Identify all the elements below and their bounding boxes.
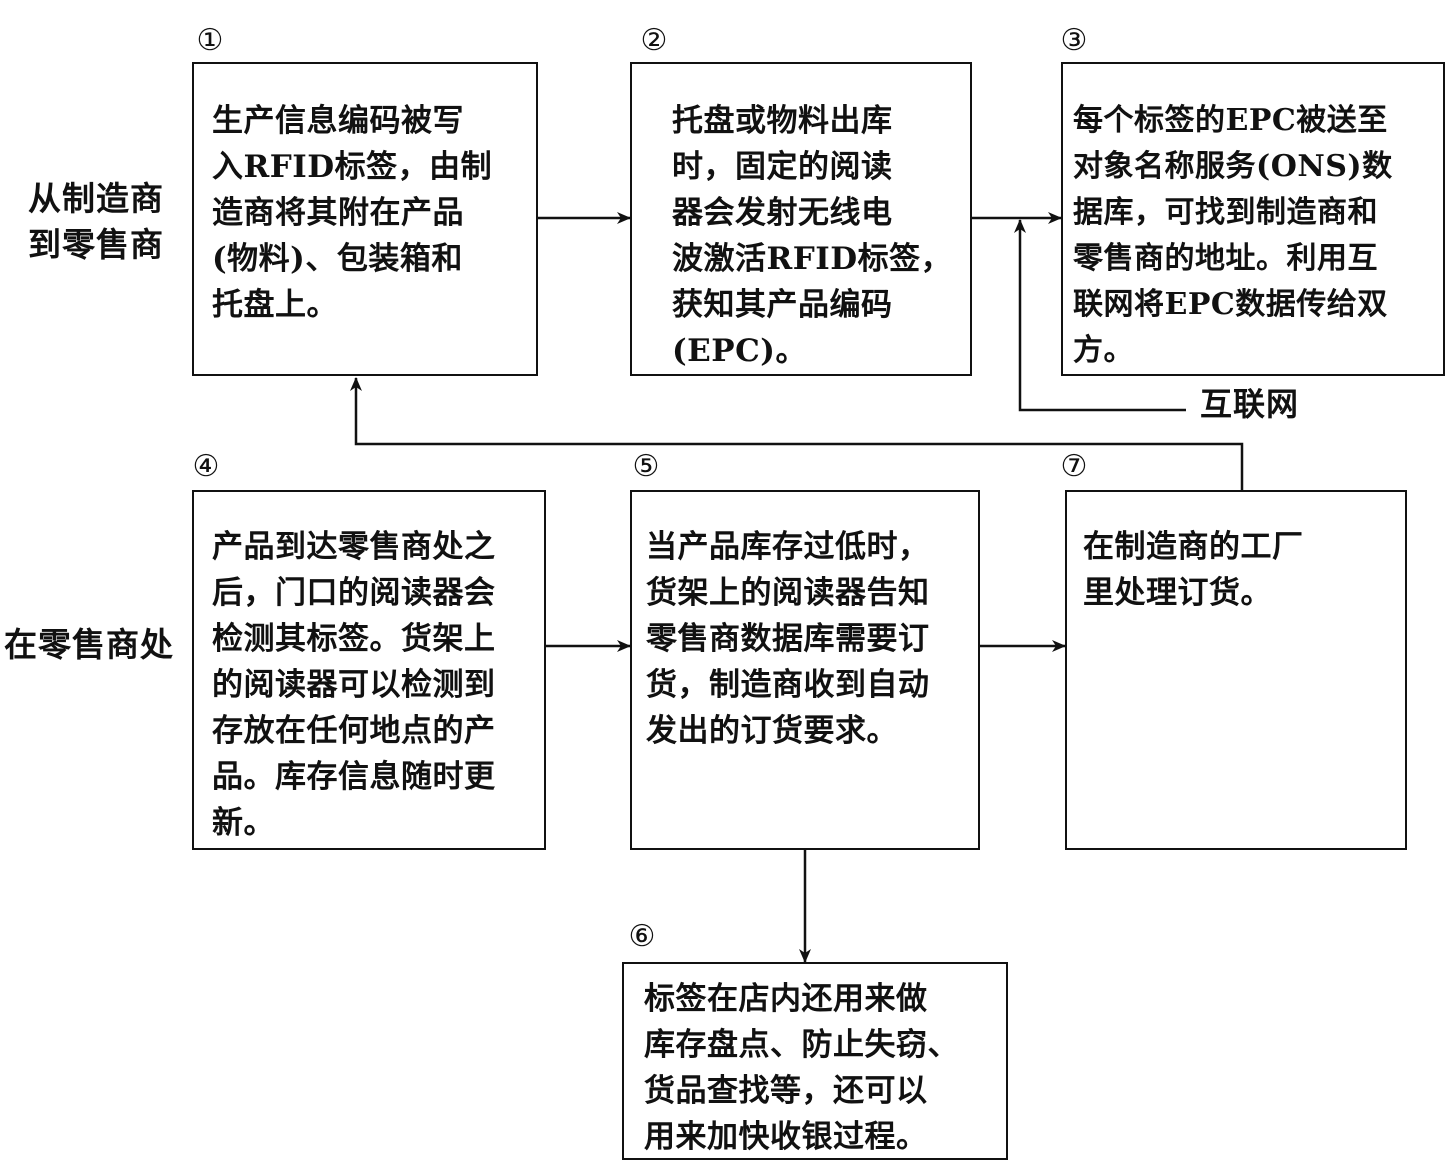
arrow-7-to-1 <box>350 377 1244 490</box>
step-4-text: 产品到达零售商处之 后，门口的阅读器会 检测其标签。货架上 的阅读器可以检测到 … <box>212 529 496 841</box>
step-2-box: 托盘或物料出库 时，固定的阅读 器会发射无线电 波激活RFID标签， 获知其产品… <box>630 62 972 376</box>
step-6-box: 标签在店内还用来做 库存盘点、防止失窃、 货品查找等，还可以 用来加快收银过程。 <box>622 962 1008 1160</box>
step-1-box: 生产信息编码被写 入RFID标签，由制 造商将其附在产品 (物料)、包装箱和 托… <box>192 62 538 376</box>
internet-label: 互联网 <box>1200 385 1300 423</box>
step-4-box: 产品到达零售商处之 后，门口的阅读器会 检测其标签。货架上 的阅读器可以检测到 … <box>192 490 546 850</box>
step-5-number: ⑤ <box>632 449 660 484</box>
step-3-text: 每个标签的EPC被送至 对象名称服务(ONS)数 据库，可找到制造商和 零售商的… <box>1073 103 1393 368</box>
step-2-text: 托盘或物料出库 时，固定的阅读 器会发射无线电 波激活RFID标签， 获知其产品… <box>672 103 953 369</box>
step-4-number: ④ <box>192 449 220 484</box>
step-2-number: ② <box>640 23 668 58</box>
label-at-retailer: 在零售商处 <box>4 625 174 664</box>
step-5-box: 当产品库存过低时， 货架上的阅读器告知 零售商数据库需要订 货，制造商收到自动 … <box>630 490 980 850</box>
step-3-box: 每个标签的EPC被送至 对象名称服务(ONS)数 据库，可找到制造商和 零售商的… <box>1061 62 1445 376</box>
arrow-internet <box>1014 219 1186 412</box>
step-6-text: 标签在店内还用来做 库存盘点、防止失窃、 货品查找等，还可以 用来加快收银过程。 <box>644 981 959 1155</box>
step-1-text: 生产信息编码被写 入RFID标签，由制 造商将其附在产品 (物料)、包装箱和 托… <box>212 103 493 323</box>
step-5-text: 当产品库存过低时， 货架上的阅读器告知 零售商数据库需要订 货，制造商收到自动 … <box>646 529 930 749</box>
step-7-box: 在制造商的工厂 里处理订货。 <box>1065 490 1407 850</box>
step-7-number: ⑦ <box>1060 449 1088 484</box>
step-1-number: ① <box>196 23 224 58</box>
label-manufacturer-to-retailer: 从制造商 到零售商 <box>28 179 164 264</box>
step-6-number: ⑥ <box>628 919 656 954</box>
step-3-number: ③ <box>1060 23 1088 58</box>
step-7-text: 在制造商的工厂 里处理订货。 <box>1083 529 1304 611</box>
